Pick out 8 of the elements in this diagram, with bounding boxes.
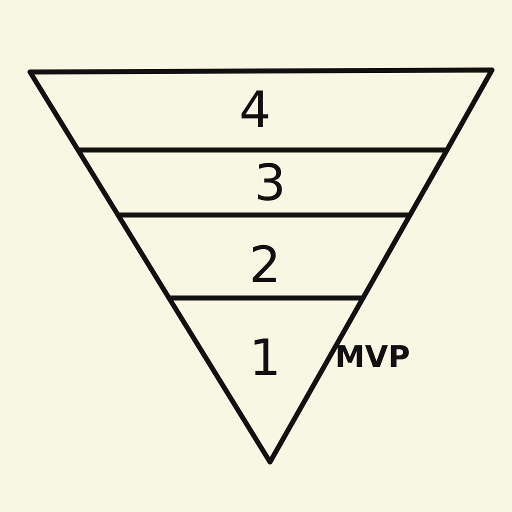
level-number: 2 [249,240,281,290]
level-number: 3 [254,158,286,208]
level-number: 1 [249,333,281,383]
funnel-band [118,215,410,298]
funnel-band [78,150,447,215]
level-number: 4 [239,85,271,135]
funnel-band [30,70,492,150]
side-label: MVP [335,340,410,375]
